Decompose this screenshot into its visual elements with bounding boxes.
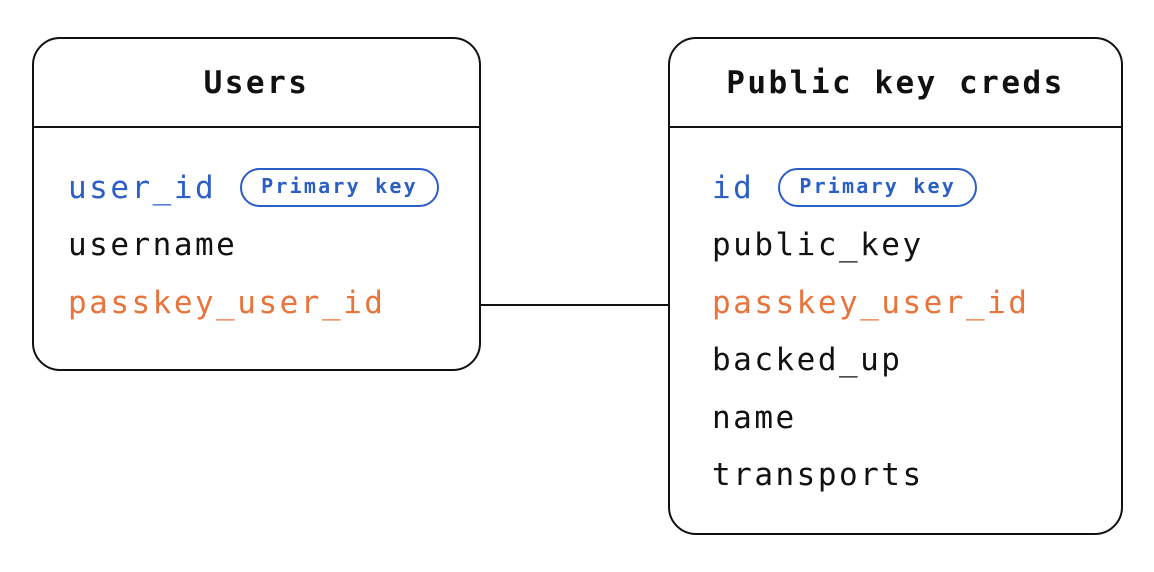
field-row-public-key: public_key [712, 217, 1121, 275]
field-row-passkey-user-id: passkey_user_id [712, 274, 1121, 332]
field-name-passkey-user-id: passkey_user_id [712, 284, 1030, 321]
primary-key-badge: Primary key [778, 168, 977, 208]
field-name-name: name [712, 399, 797, 436]
primary-key-badge: Primary key [240, 168, 439, 208]
table-public-key-creds-title: Public key creds [670, 39, 1121, 128]
field-name-user-id: user_id [68, 169, 217, 206]
field-row-transports: transports [712, 447, 1121, 505]
relation-line-passkey-user-id [481, 304, 668, 306]
field-name-backed-up: backed_up [712, 342, 903, 379]
field-row-name: name [712, 389, 1121, 447]
table-users: Users user_id Primary key username passk… [32, 37, 481, 371]
table-users-fields: user_id Primary key username passkey_use… [34, 128, 479, 332]
table-public-key-creds: Public key creds id Primary key public_k… [668, 37, 1123, 535]
field-row-user-id: user_id Primary key [68, 159, 479, 217]
field-row-id: id Primary key [712, 159, 1121, 217]
field-name-public-key: public_key [712, 227, 924, 264]
field-name-id: id [712, 169, 755, 206]
field-row-passkey-user-id: passkey_user_id [68, 274, 479, 332]
table-public-key-creds-fields: id Primary key public_key passkey_user_i… [670, 128, 1121, 504]
field-row-username: username [68, 217, 479, 275]
table-users-title: Users [34, 39, 479, 128]
field-name-passkey-user-id: passkey_user_id [68, 284, 386, 321]
field-name-username: username [68, 227, 238, 264]
field-name-transports: transports [712, 457, 924, 494]
field-row-backed-up: backed_up [712, 332, 1121, 390]
